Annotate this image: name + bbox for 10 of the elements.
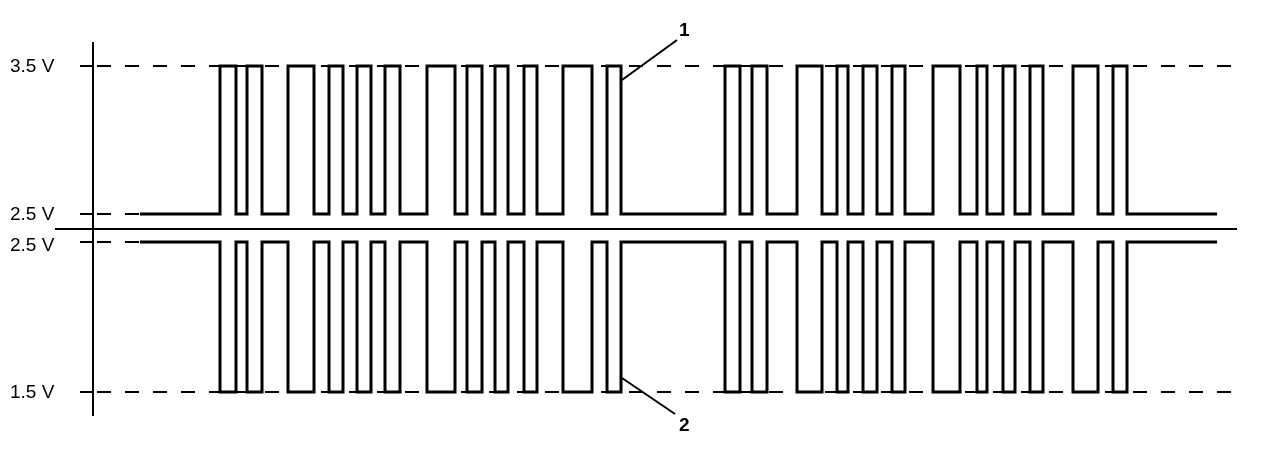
callout-number: 2	[679, 414, 690, 436]
voltage-label: 3.5 V	[10, 55, 55, 77]
callout-number: 1	[679, 19, 690, 41]
voltage-label: 2.5 V	[10, 203, 55, 225]
signal-waveform	[139, 240, 1217, 394]
voltage-label: 2.5 V	[10, 234, 55, 256]
leader-line	[621, 39, 678, 81]
leader-line	[621, 377, 676, 415]
signal-waveform	[139, 64, 1217, 216]
voltage-label: 1.5 V	[10, 381, 55, 403]
